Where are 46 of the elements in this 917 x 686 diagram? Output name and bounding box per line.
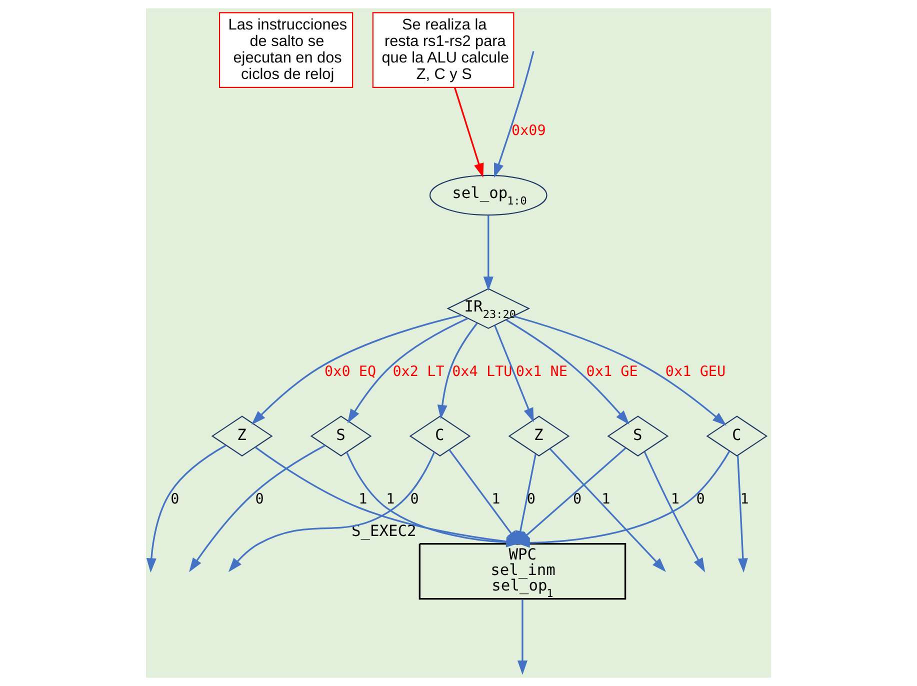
edge-label: 0x0 EQ — [324, 364, 376, 380]
arrow — [454, 87, 484, 178]
node-diamond: S — [607, 416, 669, 457]
arrow — [644, 451, 706, 572]
edge-label: 0x2 LT — [392, 364, 444, 380]
node-diamond: Z — [508, 416, 570, 457]
edge-label: 0x1 NE — [516, 364, 568, 380]
node-ellipse: sel_op$_{1:0}$ — [429, 174, 548, 216]
arrow — [252, 314, 462, 425]
arrow — [228, 452, 436, 572]
arrow — [483, 215, 494, 291]
arrow — [437, 322, 478, 420]
node-box: Se realiza la resta rs1-rs2 para que la ALU calcule Z, C y S — [372, 12, 514, 88]
edge-label: 0 — [573, 492, 582, 508]
node-label: S_EXEC2 — [351, 522, 416, 540]
arrow — [506, 319, 630, 425]
edge-label: 0 — [526, 492, 536, 508]
arrow — [494, 325, 534, 422]
edge-label: 1 — [386, 492, 395, 508]
arrow — [146, 444, 226, 573]
edge-label: 0x1 GE — [586, 364, 638, 380]
edge-label: 1 — [492, 492, 500, 508]
node-diamond: IR$_{23:20}$ — [446, 288, 530, 329]
node-box: Las instrucciones de salto se ejecutan en dos ciclos de reloj — [218, 12, 354, 88]
arrow — [550, 448, 666, 572]
arrow — [494, 51, 534, 178]
node-diamond: S — [310, 416, 372, 457]
edge-label: 1 — [358, 492, 368, 508]
edge-label: 0x4 LTU — [452, 364, 512, 380]
arrow — [189, 444, 326, 572]
node-diamond: C — [706, 416, 768, 457]
edge-label: 1 — [740, 492, 749, 508]
arrow — [347, 318, 468, 424]
arrow — [513, 315, 727, 426]
edge-label: 0 — [410, 492, 419, 508]
edge-label: 1 — [670, 492, 680, 508]
edge-label: 0 — [170, 492, 180, 508]
node-diamond: Z — [211, 416, 273, 457]
edge-label: 0 — [255, 492, 264, 508]
edge-label: 1 — [602, 492, 610, 508]
edge-label: 0x1 GEU — [665, 364, 726, 380]
node-diamond: C — [409, 416, 471, 457]
arrow — [737, 456, 748, 573]
edge-label: 0x09 — [511, 123, 546, 140]
edge-label: 0 — [696, 492, 705, 508]
arrow — [517, 599, 528, 675]
